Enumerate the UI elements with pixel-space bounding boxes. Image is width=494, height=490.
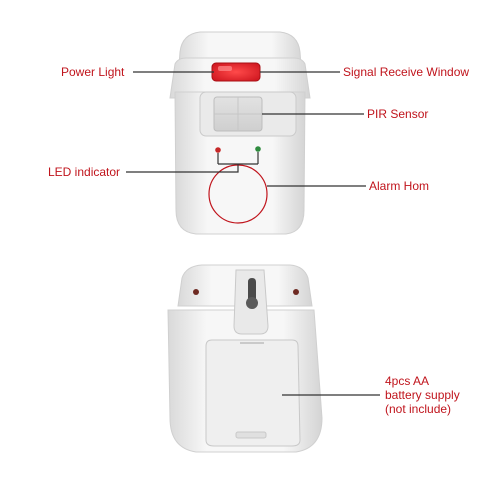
battery-line-3: (not include) bbox=[385, 402, 452, 416]
label-pir-sensor: PIR Sensor bbox=[367, 107, 429, 121]
back-screw-left bbox=[193, 289, 199, 295]
battery-line-1: 4pcs AA bbox=[385, 374, 430, 388]
signal-window bbox=[211, 62, 261, 82]
led-green bbox=[255, 146, 261, 152]
front-device bbox=[169, 31, 311, 235]
front-callout-lines bbox=[126, 71, 366, 187]
label-led-indicator: LED indicator bbox=[48, 165, 121, 179]
battery-cover bbox=[205, 339, 301, 447]
back-device bbox=[167, 264, 323, 453]
label-alarm-horn: Alarm Hom bbox=[369, 179, 430, 193]
battery-line-2: battery supply bbox=[385, 388, 460, 402]
led-red bbox=[215, 147, 221, 153]
label-power-light: Power Light bbox=[61, 65, 125, 79]
label-battery-supply: 4pcs AA battery supply (not include) bbox=[385, 374, 485, 416]
label-signal-receive-window: Signal Receive Window bbox=[343, 65, 470, 79]
back-screw-right bbox=[293, 289, 299, 295]
